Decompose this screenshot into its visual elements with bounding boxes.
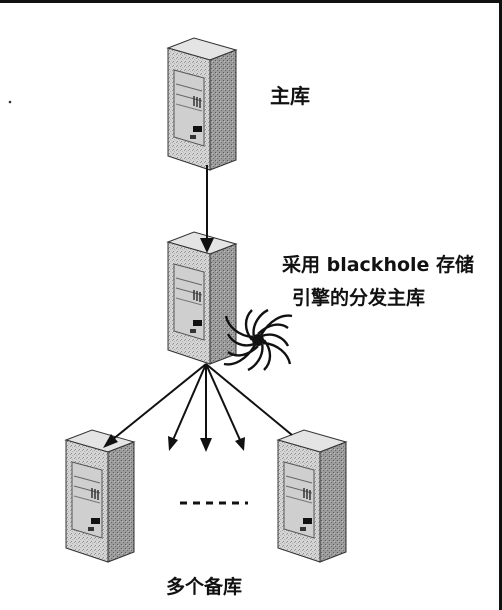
slaves-label: 多个备库: [166, 576, 243, 598]
stray-dot: [8, 100, 12, 104]
master-label: 主库: [270, 84, 310, 108]
master-server-icon: [167, 37, 237, 171]
slave-server-left-icon: [65, 429, 135, 563]
fanout-arrows: [103, 363, 293, 452]
arrow-master-to-relay: [200, 165, 214, 253]
relay-server-icon: [167, 231, 237, 365]
relay-label-line1: 采用 blackhole 存储: [282, 254, 475, 276]
relay-label-line2: 引擎的分发主库: [292, 287, 426, 309]
blackhole-swirl-icon: [223, 308, 293, 372]
slave-server-right-icon: [277, 429, 347, 563]
